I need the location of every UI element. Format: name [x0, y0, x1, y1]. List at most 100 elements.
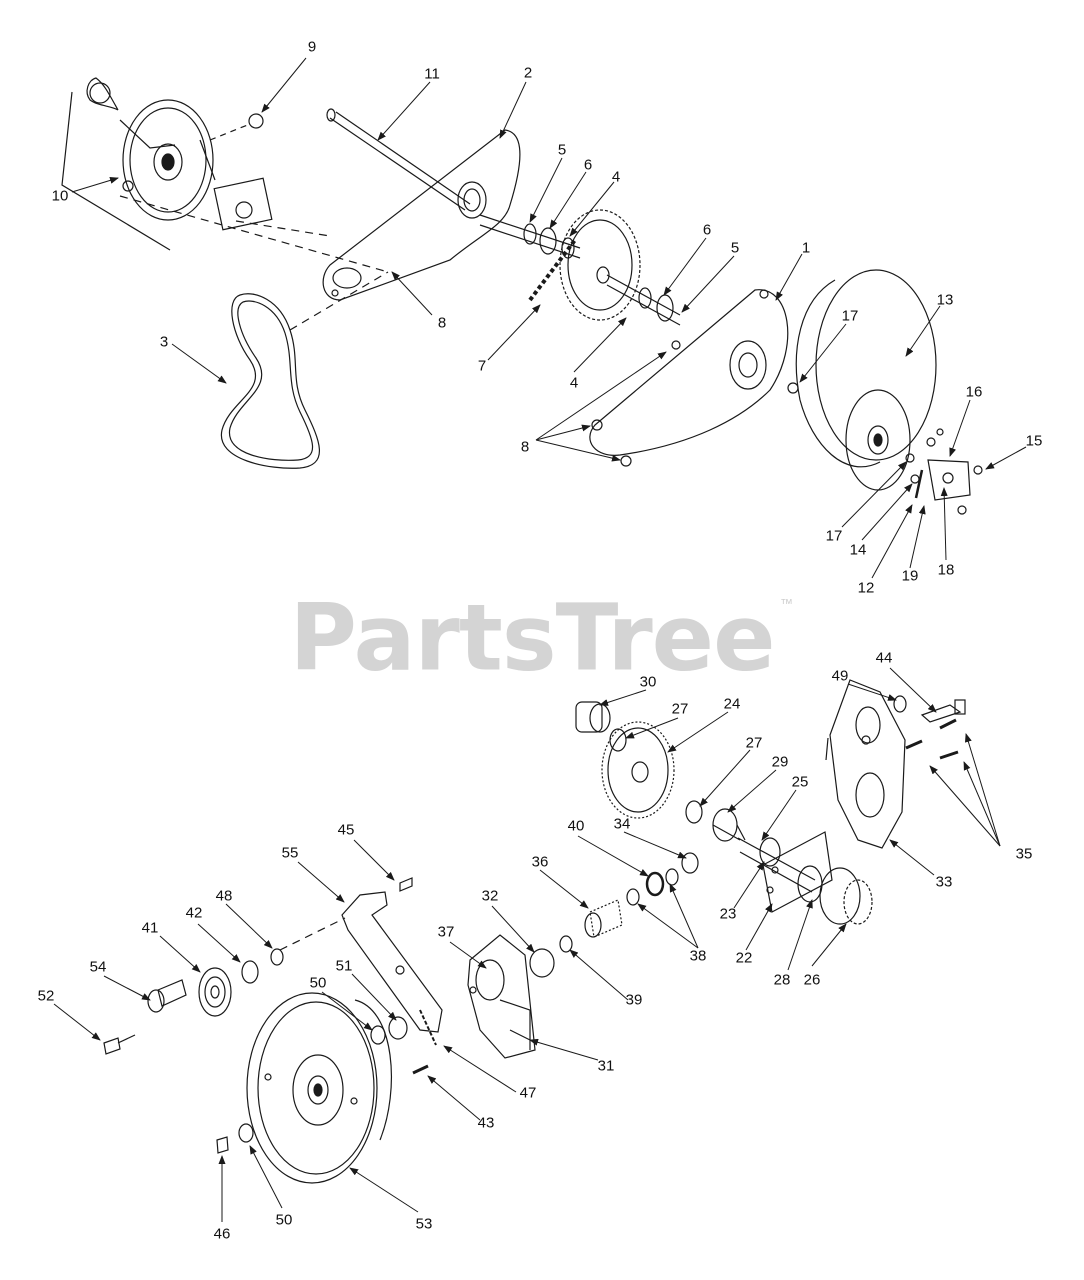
- leader-44: [889, 667, 937, 713]
- callout-37: 37: [437, 923, 455, 941]
- leader-6b: [663, 237, 707, 296]
- leader-24: [667, 711, 729, 753]
- callout-38: 38: [689, 947, 707, 965]
- hub-hardware: [910, 428, 983, 515]
- callout-30: 30: [639, 673, 657, 691]
- callout-35: 35: [1015, 845, 1033, 863]
- leader-15: [985, 446, 1027, 470]
- callout-29: 29: [771, 753, 789, 771]
- callout-47: 47: [519, 1084, 537, 1102]
- leader-4b: [573, 317, 627, 373]
- callout-27-top: 27: [671, 700, 689, 718]
- watermark-brand: PartsTree: [289, 584, 776, 692]
- leader-25: [761, 789, 797, 841]
- callout-8-case: 8: [520, 438, 530, 456]
- leader-34: [623, 831, 687, 859]
- drive-pulley-assembly: [61, 77, 389, 273]
- leader-52: [53, 1003, 101, 1041]
- callout-7: 7: [477, 357, 487, 375]
- leader-51: [351, 973, 397, 1021]
- callout-34: 34: [613, 815, 631, 833]
- v-belt: [220, 271, 389, 469]
- callout-13: 13: [936, 291, 954, 309]
- leader-26: [811, 923, 847, 967]
- leader-6a: [549, 171, 587, 229]
- callout-55: 55: [281, 844, 299, 862]
- callout-45: 45: [337, 821, 355, 839]
- leader-5b: [681, 255, 735, 313]
- callout-14: 14: [849, 541, 867, 559]
- idler-pulley-stack: [103, 948, 284, 1055]
- large-pulley: [216, 992, 429, 1184]
- leader-50b: [249, 1145, 283, 1209]
- idler-arm: [279, 877, 443, 1046]
- callout-16: 16: [965, 383, 983, 401]
- leader-50a: [321, 991, 373, 1031]
- callout-6-mid: 6: [702, 221, 712, 239]
- leader-37: [449, 941, 487, 969]
- leader-49: [847, 683, 897, 701]
- leader-29: [727, 769, 777, 813]
- callout-1: 1: [801, 239, 811, 257]
- callout-19: 19: [901, 567, 919, 585]
- leader-7: [487, 304, 541, 361]
- leader-1: [775, 253, 803, 301]
- housing-fasteners: [893, 695, 966, 760]
- axle-shaft: [326, 108, 471, 211]
- leader-18: [940, 487, 948, 561]
- callout-8-plate: 8: [437, 314, 447, 332]
- leader-3: [171, 343, 227, 384]
- leader-16: [949, 399, 971, 457]
- leader-35a: [929, 765, 1001, 847]
- leader-23: [733, 861, 765, 909]
- callout-53: 53: [415, 1215, 433, 1233]
- leader-28: [787, 899, 813, 971]
- callout-9: 9: [307, 38, 317, 56]
- leader-14: [861, 483, 913, 541]
- leader-39: [569, 949, 629, 1001]
- callout-50-bottom: 50: [275, 1211, 293, 1229]
- pinion-assembly: [529, 852, 699, 978]
- callout-11: 11: [424, 65, 440, 83]
- callout-48: 48: [215, 887, 233, 905]
- mounting-plate: [322, 129, 521, 301]
- leader-10: [71, 176, 119, 193]
- leader-22: [745, 903, 773, 951]
- callout-39: 39: [625, 991, 643, 1009]
- leader-8b1: [535, 351, 667, 441]
- leader-35c: [964, 733, 1001, 847]
- callout-50-top: 50: [309, 974, 327, 992]
- callout-23: 23: [719, 905, 737, 923]
- callout-41: 41: [141, 919, 159, 937]
- callout-5-mid: 5: [730, 239, 740, 257]
- leader-2: [499, 81, 527, 139]
- callout-25: 25: [791, 773, 809, 791]
- leader-9: [261, 57, 307, 113]
- callout-5-top: 5: [557, 141, 567, 159]
- callout-27-mid: 27: [745, 734, 763, 752]
- bolt-9: [209, 113, 264, 141]
- callout-51: 51: [335, 957, 353, 975]
- leader-5a: [529, 157, 563, 223]
- leader-12: [871, 504, 913, 579]
- callout-32: 32: [481, 887, 499, 905]
- leader-27a: [625, 717, 679, 739]
- leader-8b3: [535, 439, 621, 462]
- leader-38b: [637, 903, 699, 949]
- callout-43: 43: [477, 1114, 495, 1132]
- leader-32: [491, 905, 535, 953]
- callout-52: 52: [37, 987, 55, 1005]
- callout-4-top: 4: [611, 168, 621, 186]
- leader-27b: [699, 749, 751, 807]
- callout-2: 2: [523, 64, 533, 82]
- callout-18: 18: [937, 561, 955, 579]
- leader-17a: [799, 323, 847, 383]
- leader-31: [529, 1038, 599, 1061]
- callout-26: 26: [803, 971, 821, 989]
- callout-31: 31: [597, 1057, 615, 1075]
- leader-11: [377, 81, 431, 141]
- leader-40: [577, 835, 649, 877]
- gear-housing-left: [467, 934, 536, 1059]
